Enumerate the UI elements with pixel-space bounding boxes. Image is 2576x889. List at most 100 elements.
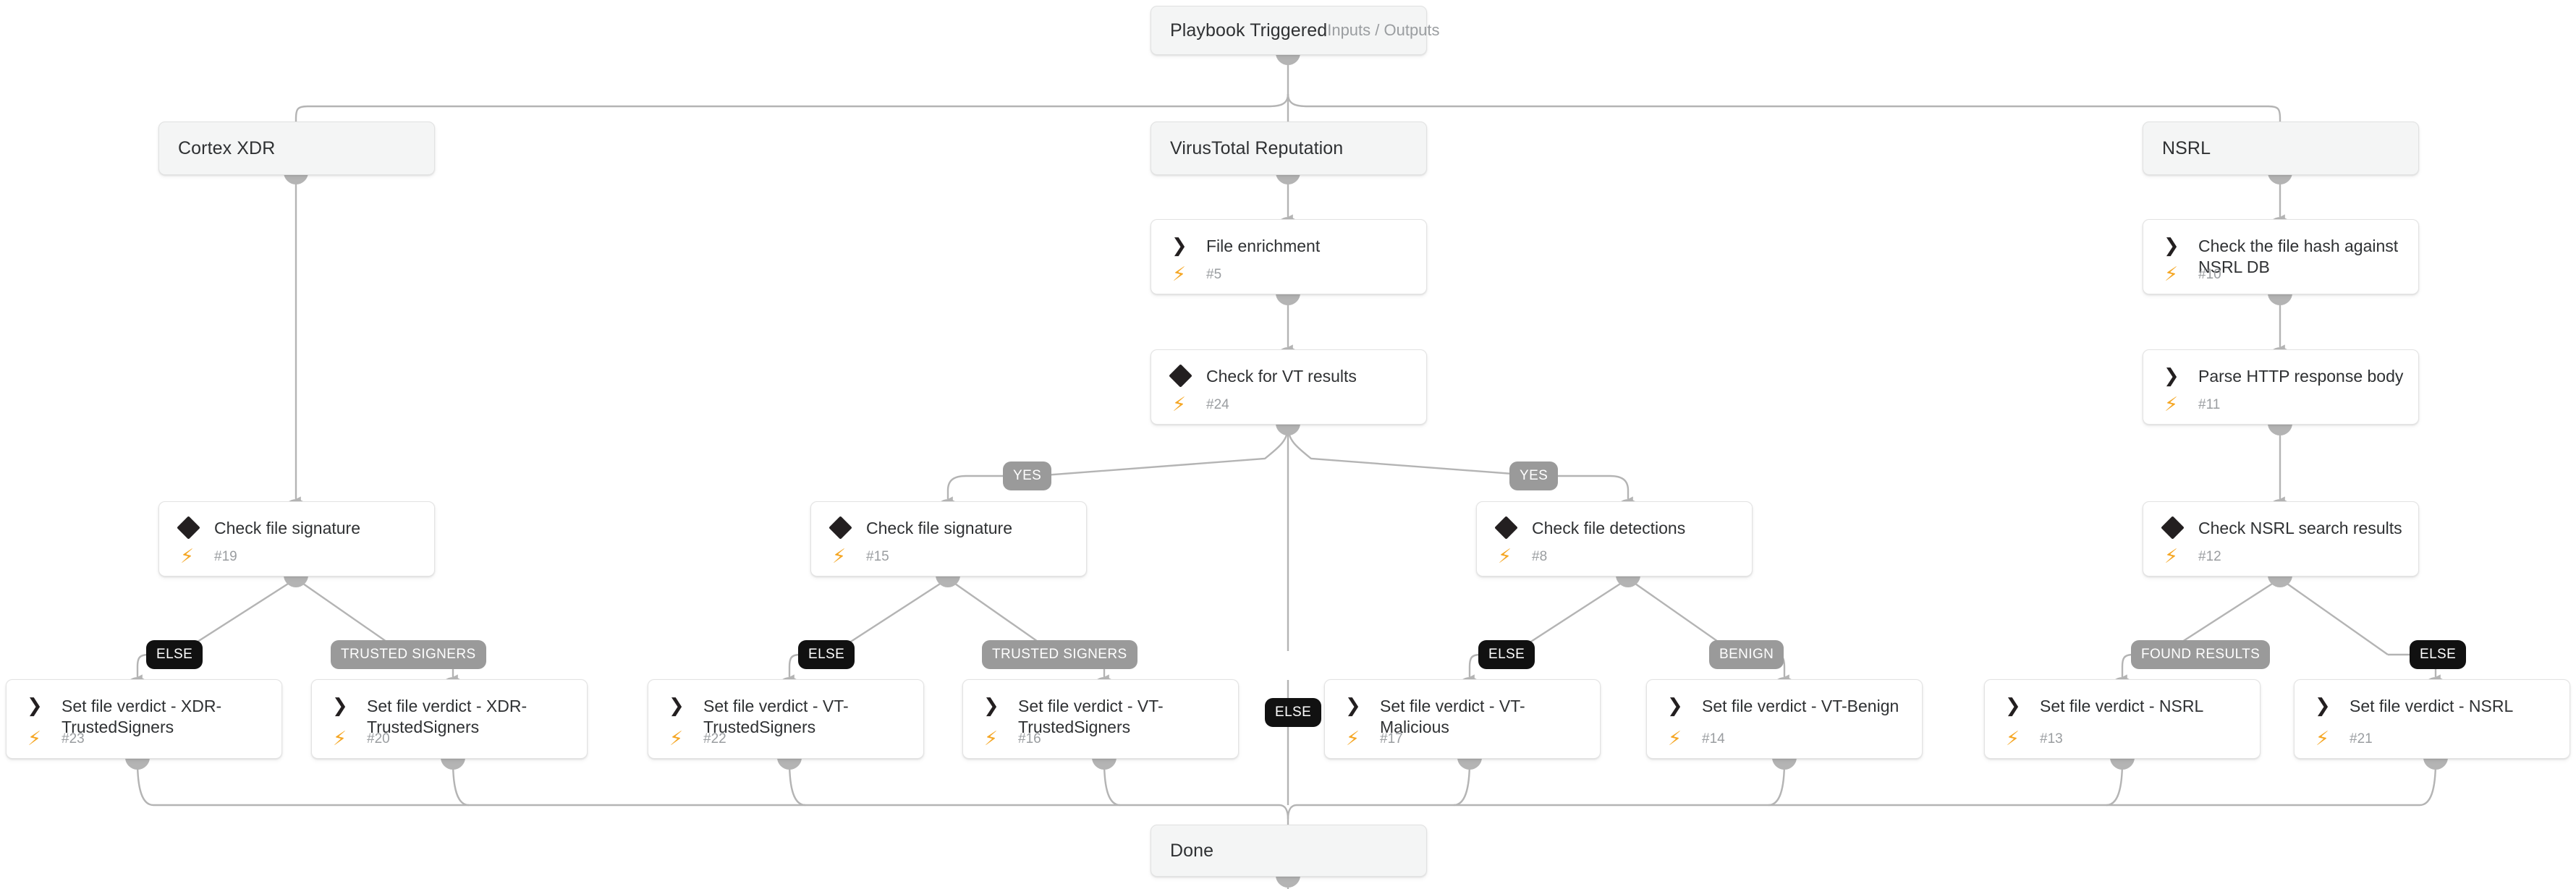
connector-out: [1276, 875, 1300, 888]
connector-out: [2110, 757, 2135, 770]
node-check-nsrl-search-results[interactable]: Check NSRL search results ⚡ #12: [2143, 501, 2419, 577]
node-check-file-signature-vt[interactable]: Check file signature ⚡ #15: [810, 501, 1087, 577]
node-set-verdict-vt-malicious-17[interactable]: ❯ Set file verdict - VT-Malicious ⚡ #17: [1324, 679, 1601, 759]
bolt-icon: ⚡: [1172, 263, 1186, 285]
connector-out: [2268, 423, 2292, 435]
connector-out: [2268, 575, 2292, 587]
node-set-verdict-vt-trustedsigners-16[interactable]: ❯ Set file verdict - VT-TrustedSigners ⚡…: [962, 679, 1239, 759]
node-set-verdict-vt-trustedsigners-22[interactable]: ❯ Set file verdict - VT-TrustedSigners ⚡…: [648, 679, 924, 759]
node-playbook-triggered[interactable]: Playbook Triggered Inputs / Outputs: [1151, 6, 1440, 55]
branch-label-else-vt-detections[interactable]: ELSE: [1478, 640, 1535, 669]
connector-out: [777, 757, 802, 770]
node-section-cortex-xdr[interactable]: Cortex XDR: [158, 122, 435, 175]
node-done[interactable]: Done: [1151, 825, 1427, 877]
node-task-id: #20: [367, 731, 390, 746]
branch-label-found-results[interactable]: FOUND RESULTS: [2131, 640, 2271, 669]
bolt-icon: ⚡: [1172, 394, 1186, 415]
branch-label-else-xdr-signature[interactable]: ELSE: [146, 640, 203, 669]
bolt-icon: ⚡: [1498, 545, 1512, 567]
node-title: Set file verdict - VT-Benign: [1702, 697, 1899, 715]
chevron-icon: ❯: [2164, 365, 2179, 386]
node-title: Check for VT results: [1206, 367, 1357, 386]
diamond-icon: [829, 515, 855, 540]
node-title: Parse HTTP response body: [2198, 367, 2404, 386]
node-title: Set file verdict - VT-TrustedSigners: [703, 697, 849, 736]
node-title: NSRL: [2162, 137, 2211, 158]
branch-label-yes-vt-signature[interactable]: YES: [1003, 461, 1052, 490]
bolt-icon: ⚡: [832, 545, 846, 567]
node-title: Set file verdict - NSRL: [2040, 697, 2204, 715]
branch-label-benign[interactable]: BENIGN: [1709, 640, 1784, 669]
node-title: Check file signature: [866, 519, 1012, 537]
node-task-id: #10: [2198, 266, 2221, 282]
node-set-verdict-nsrl-13[interactable]: ❯ Set file verdict - NSRL ⚡ #13: [1984, 679, 2261, 759]
node-title: Cortex XDR: [178, 137, 276, 158]
diamond-icon: [1169, 363, 1195, 388]
node-title: File enrichment: [1206, 237, 1321, 255]
connector-out: [1457, 757, 1482, 770]
bolt-icon: ⚡: [2006, 728, 2020, 749]
chevron-icon: ❯: [1667, 694, 1683, 716]
bolt-icon: ⚡: [2164, 545, 2178, 567]
node-check-for-vt-results[interactable]: Check for VT results ⚡ #24: [1151, 349, 1427, 425]
node-set-verdict-vt-benign-14[interactable]: ❯ Set file verdict - VT-Benign ⚡ #14: [1646, 679, 1923, 759]
node-section-virustotal-reputation[interactable]: VirusTotal Reputation: [1151, 122, 1427, 175]
connector-out: [284, 575, 308, 587]
node-parse-http-response-body[interactable]: ❯ Parse HTTP response body ⚡ #11: [2143, 349, 2419, 425]
chevron-icon: ❯: [1345, 694, 1361, 716]
chevron-icon: ❯: [2005, 694, 2021, 716]
node-check-file-signature-xdr[interactable]: Check file signature ⚡ #19: [158, 501, 435, 577]
inputs-outputs-link[interactable]: Inputs / Outputs: [1327, 21, 1440, 39]
bolt-icon: ⚡: [2164, 263, 2178, 285]
connector-out: [2423, 757, 2448, 770]
chevron-icon: ❯: [1172, 234, 1187, 256]
node-task-id: #23: [62, 731, 85, 746]
bolt-icon: ⚡: [27, 728, 41, 749]
node-task-id: #5: [1206, 266, 1222, 282]
branch-label-else-nsrl[interactable]: ELSE: [2410, 640, 2467, 669]
node-task-id: #14: [1702, 731, 1725, 746]
bolt-icon: ⚡: [669, 728, 683, 749]
node-set-verdict-xdr-trustedsigners-20[interactable]: ❯ Set file verdict - XDR-TrustedSigners …: [311, 679, 588, 759]
node-check-file-detections[interactable]: Check file detections ⚡ #8: [1476, 501, 1753, 577]
node-title: Set file verdict - VT-Malicious: [1380, 697, 1525, 736]
node-title: Check the file hash against NSRL DB: [2198, 237, 2399, 276]
bolt-icon: ⚡: [2164, 394, 2178, 415]
bolt-icon: ⚡: [180, 545, 194, 567]
connector-out: [1276, 293, 1300, 305]
node-section-nsrl[interactable]: NSRL: [2143, 122, 2419, 175]
node-title: Set file verdict - NSRL: [2350, 697, 2514, 715]
connector-out: [1772, 757, 1797, 770]
node-set-verdict-nsrl-21[interactable]: ❯ Set file verdict - NSRL ⚡ #21: [2294, 679, 2570, 759]
node-task-id: #12: [2198, 548, 2221, 564]
node-title: Check file detections: [1532, 519, 1686, 537]
chevron-icon: ❯: [27, 694, 43, 716]
node-task-id: #11: [2198, 396, 2221, 412]
chevron-icon: ❯: [983, 694, 999, 716]
connector-out: [125, 757, 150, 770]
node-file-enrichment[interactable]: ❯ File enrichment ⚡ #5: [1151, 219, 1427, 294]
node-task-id: #17: [1380, 731, 1403, 746]
branch-label-trusted-signers-vt[interactable]: TRUSTED SIGNERS: [982, 640, 1137, 669]
node-task-id: #22: [703, 731, 726, 746]
branch-label-yes-vt-detections[interactable]: YES: [1509, 461, 1559, 490]
branch-label-else-vt-results[interactable]: ELSE: [1265, 698, 1322, 727]
node-task-id: #8: [1532, 548, 1548, 564]
diamond-icon: [177, 515, 203, 540]
node-title: Check file signature: [214, 519, 360, 537]
bolt-icon: ⚡: [333, 728, 347, 749]
node-check-file-hash-nsrl-db[interactable]: ❯ Check the file hash against NSRL DB ⚡ …: [2143, 219, 2419, 294]
node-title: Done: [1170, 840, 1214, 861]
node-set-verdict-xdr-trustedsigners-23[interactable]: ❯ Set file verdict - XDR-TrustedSigners …: [6, 679, 282, 759]
branch-label-else-vt-signature[interactable]: ELSE: [798, 640, 855, 669]
node-title: Set file verdict - VT-TrustedSigners: [1018, 697, 1164, 736]
connector-out: [1276, 423, 1300, 435]
node-task-id: #16: [1018, 731, 1041, 746]
branch-label-trusted-signers-xdr[interactable]: TRUSTED SIGNERS: [331, 640, 486, 669]
node-title: Playbook Triggered: [1170, 20, 1328, 41]
connector-out: [2268, 293, 2292, 305]
bolt-icon: ⚡: [1668, 728, 1682, 749]
chevron-icon: ❯: [669, 694, 685, 716]
chevron-icon: ❯: [2164, 234, 2179, 256]
